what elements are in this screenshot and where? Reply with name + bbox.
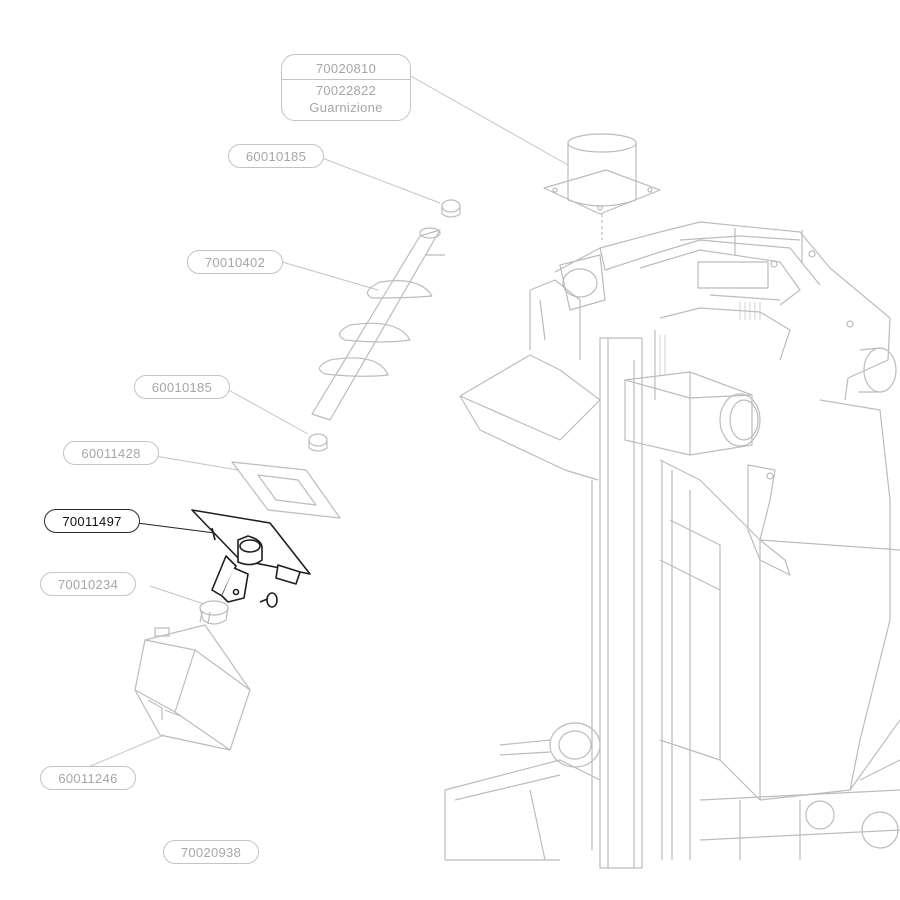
part-description: Guarnizione — [309, 99, 383, 115]
part-label-70020938[interactable]: 70020938 — [163, 840, 259, 864]
part-label-70010402[interactable]: 70010402 — [187, 250, 283, 274]
part-label-70020810[interactable]: 70020810 70022822 Guarnizione — [281, 54, 411, 121]
leader-70010234 — [149, 585, 205, 605]
part-code: 70011497 — [62, 513, 122, 529]
part-code: 70010402 — [204, 254, 266, 270]
leader-70020810 — [392, 65, 569, 166]
part-label-60010185-lower[interactable]: 60010185 — [134, 375, 230, 399]
part-code: 70020810 — [315, 60, 377, 76]
leader-60011428 — [154, 455, 239, 471]
leader-70011497 — [136, 522, 216, 534]
part-code: 60010185 — [245, 148, 307, 164]
leader-60010185-lower — [224, 387, 309, 435]
part-code: 60011246 — [58, 770, 118, 786]
part-label-60010185-top[interactable]: 60010185 — [228, 144, 324, 168]
part-code: 70010234 — [57, 576, 119, 592]
part-label-70011497-selected[interactable]: 70011497 — [44, 509, 140, 533]
part-label-60011428[interactable]: 60011428 — [63, 441, 159, 465]
part-code-gasket: 70022822 — [315, 82, 377, 98]
part-code: 60011428 — [81, 445, 141, 461]
part-label-70010234[interactable]: 70010234 — [40, 572, 136, 596]
part-code: 60010185 — [151, 379, 213, 395]
leader-60010185-top — [321, 157, 441, 204]
leader-60011246 — [85, 734, 165, 769]
label-divider — [282, 78, 410, 80]
part-code: 70020938 — [180, 844, 242, 860]
part-label-60011246[interactable]: 60011246 — [40, 766, 136, 790]
leader-70010402 — [281, 261, 379, 291]
